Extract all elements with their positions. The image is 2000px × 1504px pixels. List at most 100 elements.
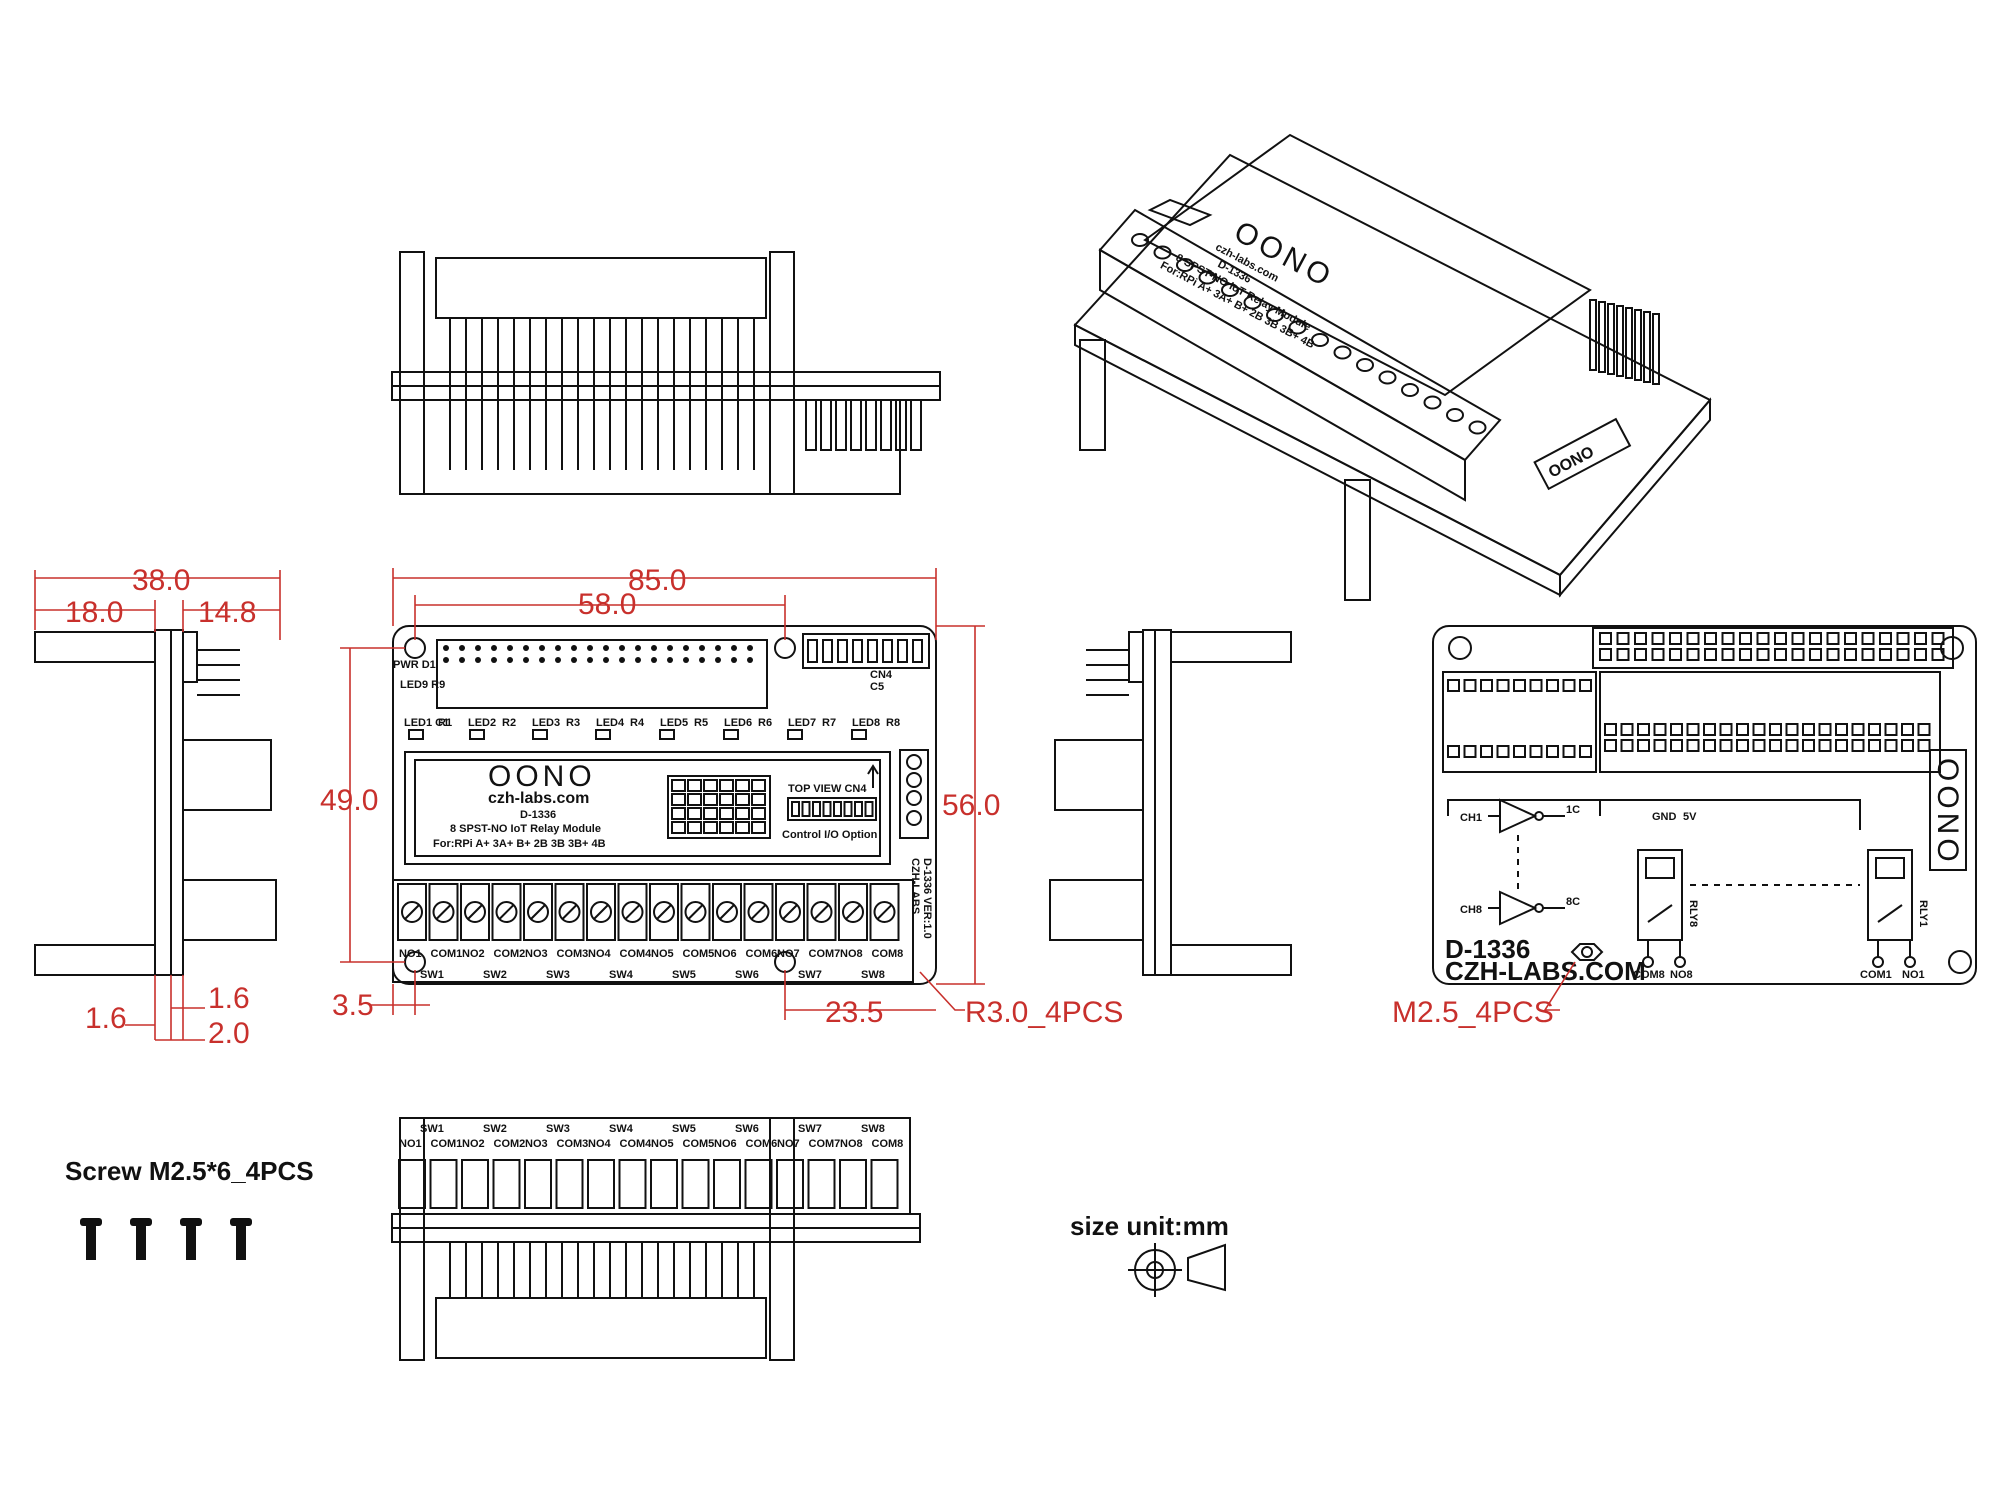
schematic-header-pin: [1739, 632, 1752, 645]
terminal-label: NO2: [462, 1138, 485, 1150]
cn4-top-pin: [864, 801, 874, 817]
iso-screw: [1176, 258, 1194, 272]
header-pin: [587, 645, 593, 651]
schematic-header-pin: [1826, 632, 1840, 645]
pad: [1529, 679, 1543, 692]
terminal-housing: [587, 1159, 615, 1209]
screw-slot: [719, 904, 735, 920]
switch-label: SW3: [546, 969, 570, 981]
pad: [1818, 723, 1832, 736]
schematic-header-pin: [1791, 632, 1805, 645]
header-pin: [667, 645, 673, 651]
pad: [1752, 723, 1766, 736]
schematic-header-pin: [1616, 648, 1630, 661]
cn4-top-pin: [833, 801, 842, 817]
terminal-label: NO7: [777, 948, 800, 960]
terminal-housing: [743, 883, 774, 941]
dim-r3: R3.0_4PCS: [965, 996, 1123, 1029]
pad: [1546, 679, 1559, 692]
header-pin: [523, 657, 529, 663]
dim-3-5: 3.5: [332, 989, 374, 1022]
top-view-label: TOP VIEW CN4: [788, 783, 867, 795]
led-indicator: [469, 729, 485, 740]
io-cell: [703, 793, 718, 806]
cn4-label: CN4: [870, 669, 893, 681]
terminal-label: COM5: [683, 1138, 715, 1150]
screw-icon: [230, 1218, 252, 1226]
terminal-housing: [680, 883, 711, 941]
terminal-housing: [807, 1159, 836, 1209]
switch-label: SW5: [672, 1123, 696, 1135]
schematic-header-pin: [1809, 648, 1822, 661]
brand-label: OONO: [488, 760, 596, 793]
led-label: R2: [502, 717, 516, 729]
terminal-label: NO4: [588, 948, 612, 960]
schematic-header-pin: [1826, 648, 1840, 661]
io-cell: [751, 779, 766, 792]
schematic-right-pins: [1604, 723, 1931, 752]
schematic-header-pin: [1809, 632, 1822, 645]
iso-pin: [1643, 311, 1651, 383]
terminal-housing: [618, 1159, 647, 1209]
terminal-housing: [461, 1159, 489, 1209]
io-cell: [751, 807, 766, 820]
switch-label: SW7: [798, 969, 822, 981]
io-cell: [671, 793, 686, 806]
io-cell: [735, 807, 750, 820]
pad: [1562, 679, 1576, 692]
pwr-label: PWR D1: [393, 659, 436, 671]
led-label: LED4: [596, 717, 625, 729]
rly-left-label: RLY8: [1687, 900, 1699, 927]
gnd-label: GND: [1652, 811, 1677, 823]
terminal-pins: [805, 399, 922, 451]
pad: [1752, 739, 1766, 752]
iso-screw: [1266, 308, 1284, 322]
iso-pin: [1607, 303, 1615, 375]
terminal-label: NO8: [840, 1138, 863, 1150]
schematic-header-pin: [1931, 632, 1945, 645]
terminal-housing: [617, 883, 648, 941]
schematic-header-pin: [1686, 648, 1700, 661]
led-label: LED2: [468, 717, 496, 729]
led-label: R4: [630, 717, 645, 729]
terminal-label: NO1: [399, 1138, 422, 1150]
io-cell: [751, 793, 766, 806]
header-pin: [475, 645, 481, 651]
iso-terminal-screws: [1131, 233, 1487, 435]
screw-slot: [561, 904, 578, 920]
pad: [1769, 723, 1782, 736]
schematic-header-pin: [1914, 648, 1927, 661]
header-pin: [635, 657, 641, 663]
io-cell: [735, 821, 750, 834]
cn4-pin: [852, 639, 863, 663]
relay-cover: [404, 751, 891, 865]
io-cell: [719, 807, 734, 820]
terminal-screw: [779, 901, 801, 923]
pad: [1546, 745, 1559, 758]
pad: [1604, 739, 1617, 752]
io-cell: [751, 821, 766, 834]
schematic-header-pin: [1669, 648, 1682, 661]
pad: [1686, 739, 1700, 752]
ch-bottom-label: CH8: [1460, 904, 1482, 916]
terminal-label: NO3: [525, 948, 548, 960]
screw-note: Screw M2.5*6_4PCS: [65, 1156, 314, 1260]
header-pin: [731, 657, 737, 663]
mount-hole: [774, 637, 796, 659]
terminal-housing: [398, 1159, 426, 1209]
iso-pin: [1598, 301, 1606, 373]
switch-label: SW8: [861, 1123, 885, 1135]
switch-label: SW6: [735, 969, 759, 981]
led-indicator: [595, 729, 611, 740]
screw-slot: [404, 904, 420, 920]
terminal-label: NO8: [840, 948, 863, 960]
header-pin: [539, 645, 545, 651]
terminal-label: COM4: [620, 948, 653, 960]
io-cell: [703, 821, 718, 834]
screw-icon: [136, 1226, 146, 1260]
dim-85: 85.0: [628, 564, 686, 597]
iso-screw: [1356, 358, 1374, 372]
iso-screw: [1378, 370, 1397, 385]
